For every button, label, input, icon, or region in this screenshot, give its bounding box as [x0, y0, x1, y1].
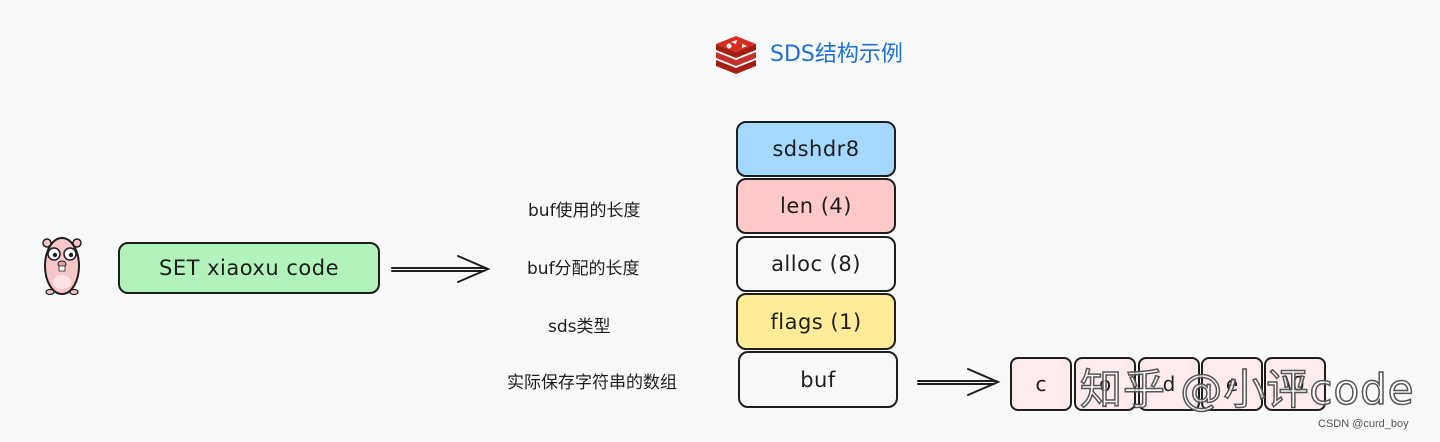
alloc-text: alloc (8): [771, 252, 861, 276]
buf-char-text: \0: [1285, 372, 1305, 396]
struct-type-text: sdshdr8: [772, 137, 860, 161]
buf-text: buf: [800, 367, 836, 392]
buf-char-text: c: [1035, 372, 1047, 396]
len-text: len (4): [780, 194, 852, 218]
watermark-text: 知乎 @小评code: [1079, 364, 1415, 415]
credit-text: CSDN @curd_boy: [1318, 418, 1409, 430]
buf-char-text: d: [1162, 372, 1176, 396]
command-text: SET xiaoxu code: [159, 256, 339, 280]
arrow-command-to-struct: [391, 255, 491, 283]
alloc-box: alloc (8): [736, 236, 896, 292]
annotation-len: buf使用的长度: [528, 201, 641, 221]
buf-char-text: o: [1098, 372, 1112, 396]
buf-box: buf: [738, 351, 898, 408]
annotation-buf: 实际保存字符串的数组: [507, 373, 677, 393]
buf-char-cell: c: [1010, 357, 1072, 411]
buf-char-cell: e: [1201, 357, 1263, 411]
redis-logo-icon: [716, 36, 756, 74]
len-box: len (4): [736, 178, 896, 234]
buf-char-cell: d: [1138, 357, 1200, 411]
annotation-alloc: buf分配的长度: [527, 259, 640, 279]
buf-char-text: e: [1225, 372, 1239, 396]
arrow-buf-to-array: [917, 368, 1001, 396]
buf-char-cell: o: [1074, 357, 1136, 411]
diagram-title: SDS结构示例: [770, 42, 903, 67]
flags-box: flags (1): [736, 293, 896, 350]
gopher-icon: [42, 237, 82, 296]
flags-text: flags (1): [770, 309, 862, 334]
struct-type-box: sdshdr8: [736, 121, 896, 177]
command-box: SET xiaoxu code: [118, 242, 380, 294]
buf-char-cell: \0: [1264, 357, 1326, 411]
annotation-flags: sds类型: [548, 317, 611, 337]
